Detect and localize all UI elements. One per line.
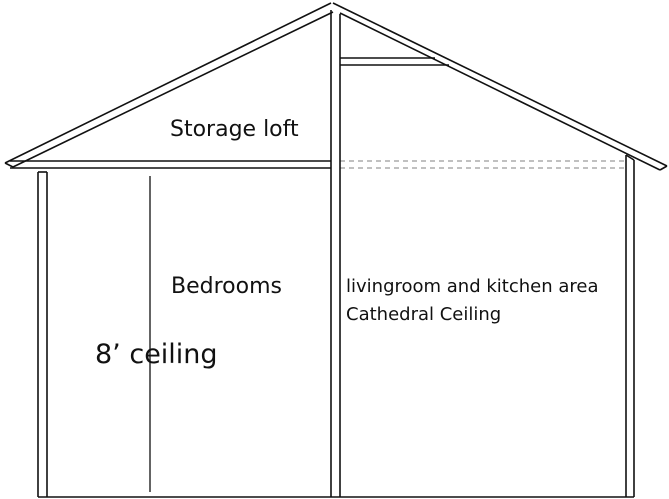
cathedral-ceiling-label: Cathedral Ceiling bbox=[346, 304, 501, 325]
ceiling-joist-right-dashed bbox=[340, 160, 626, 169]
right-exterior-wall bbox=[625, 154, 635, 497]
ceiling-joist-left bbox=[10, 160, 331, 169]
storage-loft-label: Storage loft bbox=[170, 117, 299, 142]
central-interior-wall bbox=[330, 10, 341, 497]
living-area-label: livingroom and kitchen area bbox=[346, 276, 599, 297]
bedrooms-label: Bedrooms bbox=[171, 274, 282, 299]
ceiling-height-label: 8’ ceiling bbox=[95, 339, 218, 370]
roof-right-slope bbox=[332, 2, 668, 171]
collar-tie bbox=[340, 57, 449, 66]
roof-left-slope bbox=[4, 2, 334, 168]
left-exterior-wall bbox=[37, 171, 48, 497]
